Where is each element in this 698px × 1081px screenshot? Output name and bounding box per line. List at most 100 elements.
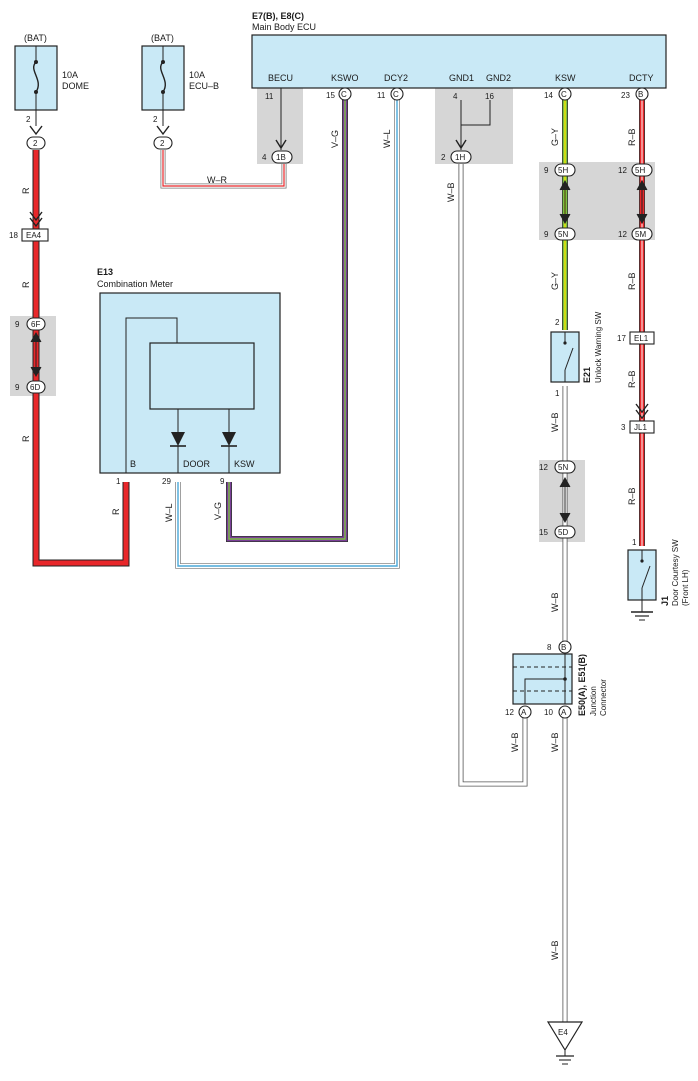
wire-v-g bbox=[226, 100, 348, 542]
ecu-term-dcty: DCTY bbox=[629, 73, 654, 83]
ecu-name: Main Body ECU bbox=[252, 22, 316, 32]
unlock-sw-code: E21 bbox=[582, 367, 592, 383]
svg-text:5N: 5N bbox=[558, 230, 568, 239]
shade-1h bbox=[435, 88, 513, 164]
ecu-term-gnd2: GND2 bbox=[486, 73, 511, 83]
junction-name: Junction bbox=[589, 686, 598, 716]
svg-text:6D: 6D bbox=[30, 383, 40, 392]
meter-pin-door: 29 bbox=[162, 477, 171, 486]
connector-el1: EL1 17 bbox=[617, 331, 655, 345]
wire-w-b-1h bbox=[458, 164, 528, 787]
svg-text:17: 17 bbox=[617, 334, 626, 343]
door-sw-code: J1 bbox=[660, 596, 670, 606]
svg-text:JL1: JL1 bbox=[634, 423, 647, 432]
fuse-ecub-conn: 2 bbox=[160, 139, 165, 148]
fuse-dome: (BAT) 10A DOME 2 2 bbox=[14, 33, 89, 150]
unlock-warning-sw: 2 1 E21 Unlock Warning SW bbox=[550, 311, 603, 398]
main-body-ecu: E7(B), E8(C) Main Body ECU BECU KSWO DCY… bbox=[251, 11, 667, 101]
svg-text:1: 1 bbox=[632, 538, 637, 547]
wire-label-r-3: R bbox=[21, 435, 31, 442]
svg-text:8: 8 bbox=[547, 643, 552, 652]
wire-label-g-y-1: G–Y bbox=[550, 128, 560, 146]
wire-label-w-l: W–L bbox=[382, 129, 392, 148]
wire-label-v-g: V–G bbox=[330, 130, 340, 148]
meter-term-b: B bbox=[130, 459, 136, 469]
fuse-dome-conn: 2 bbox=[33, 139, 38, 148]
wire-label-r-b-3: R–B bbox=[627, 370, 637, 388]
ecu-pin-ksw: 14 bbox=[544, 91, 553, 100]
svg-text:9: 9 bbox=[15, 383, 20, 392]
connector-6f-6d: 6F 9 6D 9 bbox=[15, 317, 46, 394]
svg-text:4: 4 bbox=[262, 153, 267, 162]
svg-text:E4: E4 bbox=[558, 1028, 568, 1037]
svg-text:2: 2 bbox=[555, 318, 560, 327]
combination-meter: E13 Combination Meter B DOOR KSW 1 29 9 bbox=[97, 267, 281, 486]
wire-label-w-b-2: W–B bbox=[550, 412, 560, 432]
fuse-ecub-rating: 10A bbox=[189, 70, 205, 80]
meter-pin-ksw: 9 bbox=[220, 477, 225, 486]
svg-text:EL1: EL1 bbox=[634, 334, 649, 343]
wire-label-w-b-5: W–B bbox=[510, 732, 520, 752]
meter-name: Combination Meter bbox=[97, 279, 173, 289]
wire-label-w-r: W–R bbox=[207, 175, 228, 185]
connector-1b: 1B 4 bbox=[262, 139, 293, 164]
svg-text:12: 12 bbox=[539, 463, 548, 472]
svg-text:18: 18 bbox=[9, 231, 18, 240]
ecu-pin-dcy2: 11 bbox=[377, 91, 386, 100]
wire-w-r bbox=[160, 150, 287, 189]
svg-text:A: A bbox=[561, 708, 567, 717]
connector-5h-5n-a: 5H 9 5N 9 bbox=[544, 163, 576, 241]
meter-term-door: DOOR bbox=[183, 459, 211, 469]
svg-text:B: B bbox=[561, 643, 566, 652]
wire-label-w-b-3: W–B bbox=[550, 592, 560, 612]
ecu-letter-dcty: B bbox=[638, 90, 643, 99]
svg-text:12: 12 bbox=[505, 708, 514, 717]
wire-label-w-b-4: W–B bbox=[550, 732, 560, 752]
svg-text:5H: 5H bbox=[558, 166, 568, 175]
svg-text:5M: 5M bbox=[635, 230, 646, 239]
svg-text:9: 9 bbox=[544, 166, 549, 175]
svg-text:5N: 5N bbox=[558, 463, 568, 472]
fuse-ecu-b: (BAT) 10A ECU–B 2 2 bbox=[141, 33, 219, 150]
fuse-dome-rating: 10A bbox=[62, 70, 78, 80]
connector-5n-5d: 5N 12 5D 15 bbox=[539, 460, 576, 539]
ecu-letter-kswo: C bbox=[341, 90, 347, 99]
ecu-term-becu: BECU bbox=[268, 73, 293, 83]
ecu-term-ksw: KSW bbox=[555, 73, 576, 83]
door-sw-name: Door Courtesy SW bbox=[671, 539, 680, 606]
svg-text:3: 3 bbox=[621, 423, 626, 432]
fuse-dome-pin: 2 bbox=[26, 115, 31, 124]
wire-label-v-g-2: V–G bbox=[213, 502, 223, 520]
svg-text:EA4: EA4 bbox=[26, 231, 42, 240]
ecu-term-kswo: KSWO bbox=[331, 73, 359, 83]
meter-term-ksw: KSW bbox=[234, 459, 255, 469]
meter-pin-b: 1 bbox=[116, 477, 121, 486]
wire-label-w-b-6: W–B bbox=[550, 940, 560, 960]
ecu-pin-gnd1: 4 bbox=[453, 92, 458, 101]
connector-jl1: JL1 3 bbox=[621, 403, 655, 434]
fuse-ecub-name: ECU–B bbox=[189, 81, 219, 91]
svg-text:1H: 1H bbox=[455, 153, 465, 162]
door-courtesy-sw: 1 J1 Door Courtesy SW (Front LH) bbox=[627, 538, 690, 621]
connector-ea4: EA4 18 bbox=[9, 211, 49, 242]
svg-text:5D: 5D bbox=[558, 528, 568, 537]
ground-e4: E4 bbox=[546, 1021, 584, 1065]
wire-label-r-b-1: R–B bbox=[627, 128, 637, 146]
svg-text:15: 15 bbox=[539, 528, 548, 537]
ecu-term-dcy2: DCY2 bbox=[384, 73, 408, 83]
fuse-dome-source: (BAT) bbox=[24, 33, 47, 43]
meter-code: E13 bbox=[97, 267, 113, 277]
connector-5h-5m-b: 5H 12 5M 12 bbox=[618, 163, 653, 241]
fuse-ecub-source: (BAT) bbox=[151, 33, 174, 43]
svg-text:9: 9 bbox=[15, 320, 20, 329]
ecu-pin-dcty: 23 bbox=[621, 91, 630, 100]
svg-text:1B: 1B bbox=[276, 153, 286, 162]
wire-w-l bbox=[175, 100, 400, 569]
wire-label-r-b-2: R–B bbox=[627, 272, 637, 290]
wire-label-r-b-4: R–B bbox=[627, 487, 637, 505]
ecu-pin-kswo: 15 bbox=[326, 91, 335, 100]
connector-1h: 1H 2 bbox=[441, 139, 472, 164]
wire-gnd-join bbox=[460, 100, 491, 126]
svg-text:1: 1 bbox=[555, 389, 560, 398]
wire-label-w-l-2: W–L bbox=[164, 503, 174, 522]
